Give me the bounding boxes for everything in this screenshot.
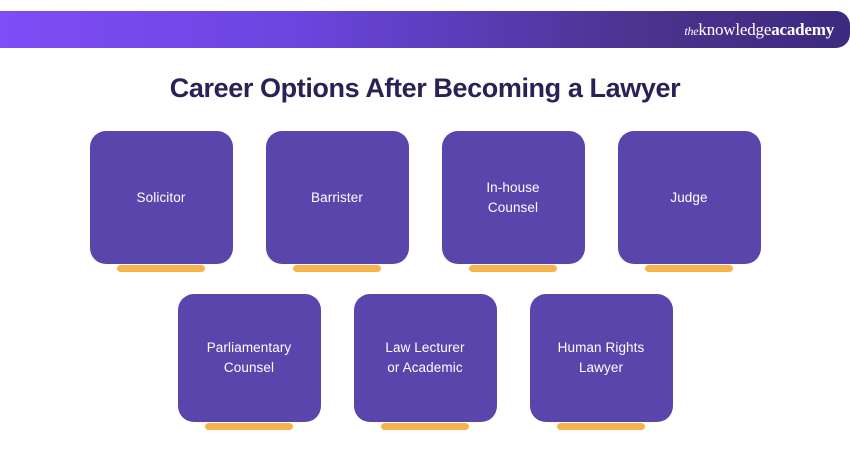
- page-title: Career Options After Becoming a Lawyer: [169, 73, 681, 103]
- header-bar: theknowledgeacademy: [0, 11, 850, 48]
- card-body[interactable]: Judge: [617, 131, 761, 264]
- brand-logo-the: the: [684, 24, 699, 38]
- card-label: Human Rights Lawyer: [557, 340, 645, 375]
- card-accent-bar: [205, 423, 293, 430]
- card-row-2: Parliamentary Counsel Law Lecturer or Ac…: [0, 294, 850, 430]
- brand-logo-knowledge: knowledge: [698, 20, 772, 39]
- career-card-judge[interactable]: Judge: [617, 131, 761, 272]
- career-options-grid: Solicitor Barrister In-house Counsel Jud…: [0, 131, 850, 430]
- card-body[interactable]: Human Rights Lawyer: [529, 294, 673, 422]
- card-body[interactable]: Law Lecturer or Academic: [353, 294, 497, 422]
- card-label: Parliamentary Counsel: [206, 340, 292, 375]
- career-card-in-house-counsel[interactable]: In-house Counsel: [441, 131, 585, 272]
- card-row-1: Solicitor Barrister In-house Counsel Jud…: [0, 131, 850, 272]
- card-accent-bar: [293, 265, 381, 272]
- career-card-barrister[interactable]: Barrister: [265, 131, 409, 272]
- card-label: Judge: [670, 189, 708, 205]
- career-card-solicitor[interactable]: Solicitor: [89, 131, 233, 272]
- career-card-human-rights-lawyer[interactable]: Human Rights Lawyer: [529, 294, 673, 430]
- card-body[interactable]: Parliamentary Counsel: [177, 294, 321, 422]
- brand-logo-academy: academy: [771, 20, 834, 39]
- card-accent-bar: [469, 265, 557, 272]
- brand-logo: theknowledgeacademy: [684, 21, 834, 38]
- card-accent-bar: [117, 265, 205, 272]
- card-body[interactable]: Solicitor: [89, 131, 233, 264]
- card-body[interactable]: Barrister: [265, 131, 409, 264]
- card-label: In-house Counsel: [486, 179, 540, 215]
- card-accent-bar: [381, 423, 469, 430]
- career-card-law-lecturer-or-academic[interactable]: Law Lecturer or Academic: [353, 294, 497, 430]
- card-label: Solicitor: [136, 189, 186, 205]
- career-card-parliamentary-counsel[interactable]: Parliamentary Counsel: [177, 294, 321, 430]
- card-accent-bar: [645, 265, 733, 272]
- card-body[interactable]: In-house Counsel: [441, 131, 585, 264]
- card-label: Law Lecturer or Academic: [385, 340, 465, 375]
- card-accent-bar: [557, 423, 645, 430]
- card-label: Barrister: [311, 189, 363, 205]
